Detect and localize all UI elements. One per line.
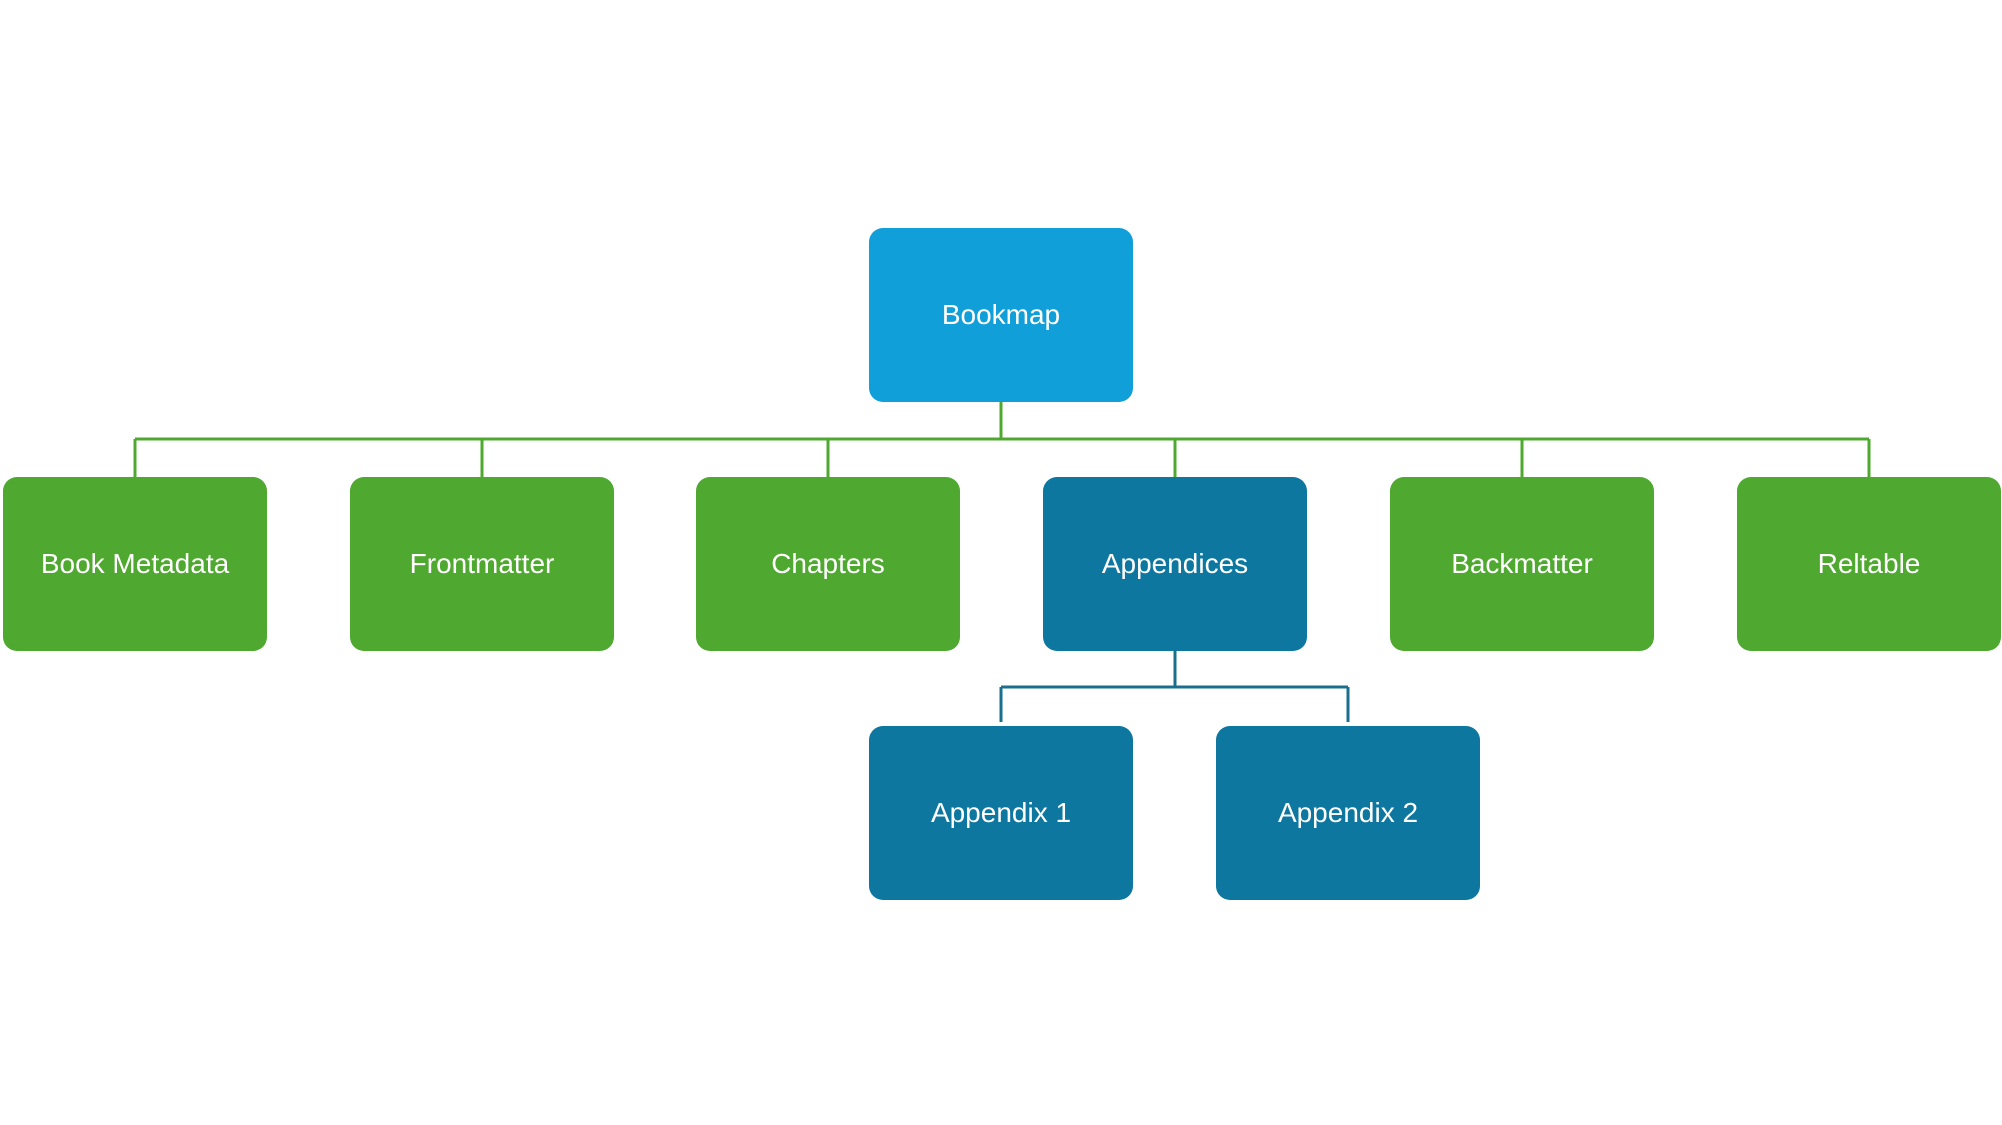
node-book-metadata[interactable]: Book Metadata [3,477,267,651]
node-appendix-1[interactable]: Appendix 1 [869,726,1133,900]
node-backmatter[interactable]: Backmatter [1390,477,1654,651]
node-frontmatter[interactable]: Frontmatter [350,477,614,651]
node-bookmap[interactable]: Bookmap [869,228,1133,402]
node-backmatter-label: Backmatter [1451,548,1593,579]
node-chapters-label: Chapters [771,548,885,579]
node-chapters[interactable]: Chapters [696,477,960,651]
node-appendix-2[interactable]: Appendix 2 [1216,726,1480,900]
node-bookmap-label: Bookmap [941,299,1061,330]
node-appendices[interactable]: Appendices [1043,477,1307,651]
appendices-connectors [999,651,1350,722]
node-appendices-label: Appendices [1101,548,1249,579]
node-reltable-label: Reltable [1817,548,1921,579]
root-connectors [133,402,1871,477]
node-book-metadata-label: Book Metadata [40,548,230,579]
node-frontmatter-label: Frontmatter [409,548,555,579]
node-appendix-2-label: Appendix 2 [1277,797,1419,828]
node-reltable[interactable]: Reltable [1737,477,2001,651]
node-appendix-1-label: Appendix 1 [930,797,1072,828]
